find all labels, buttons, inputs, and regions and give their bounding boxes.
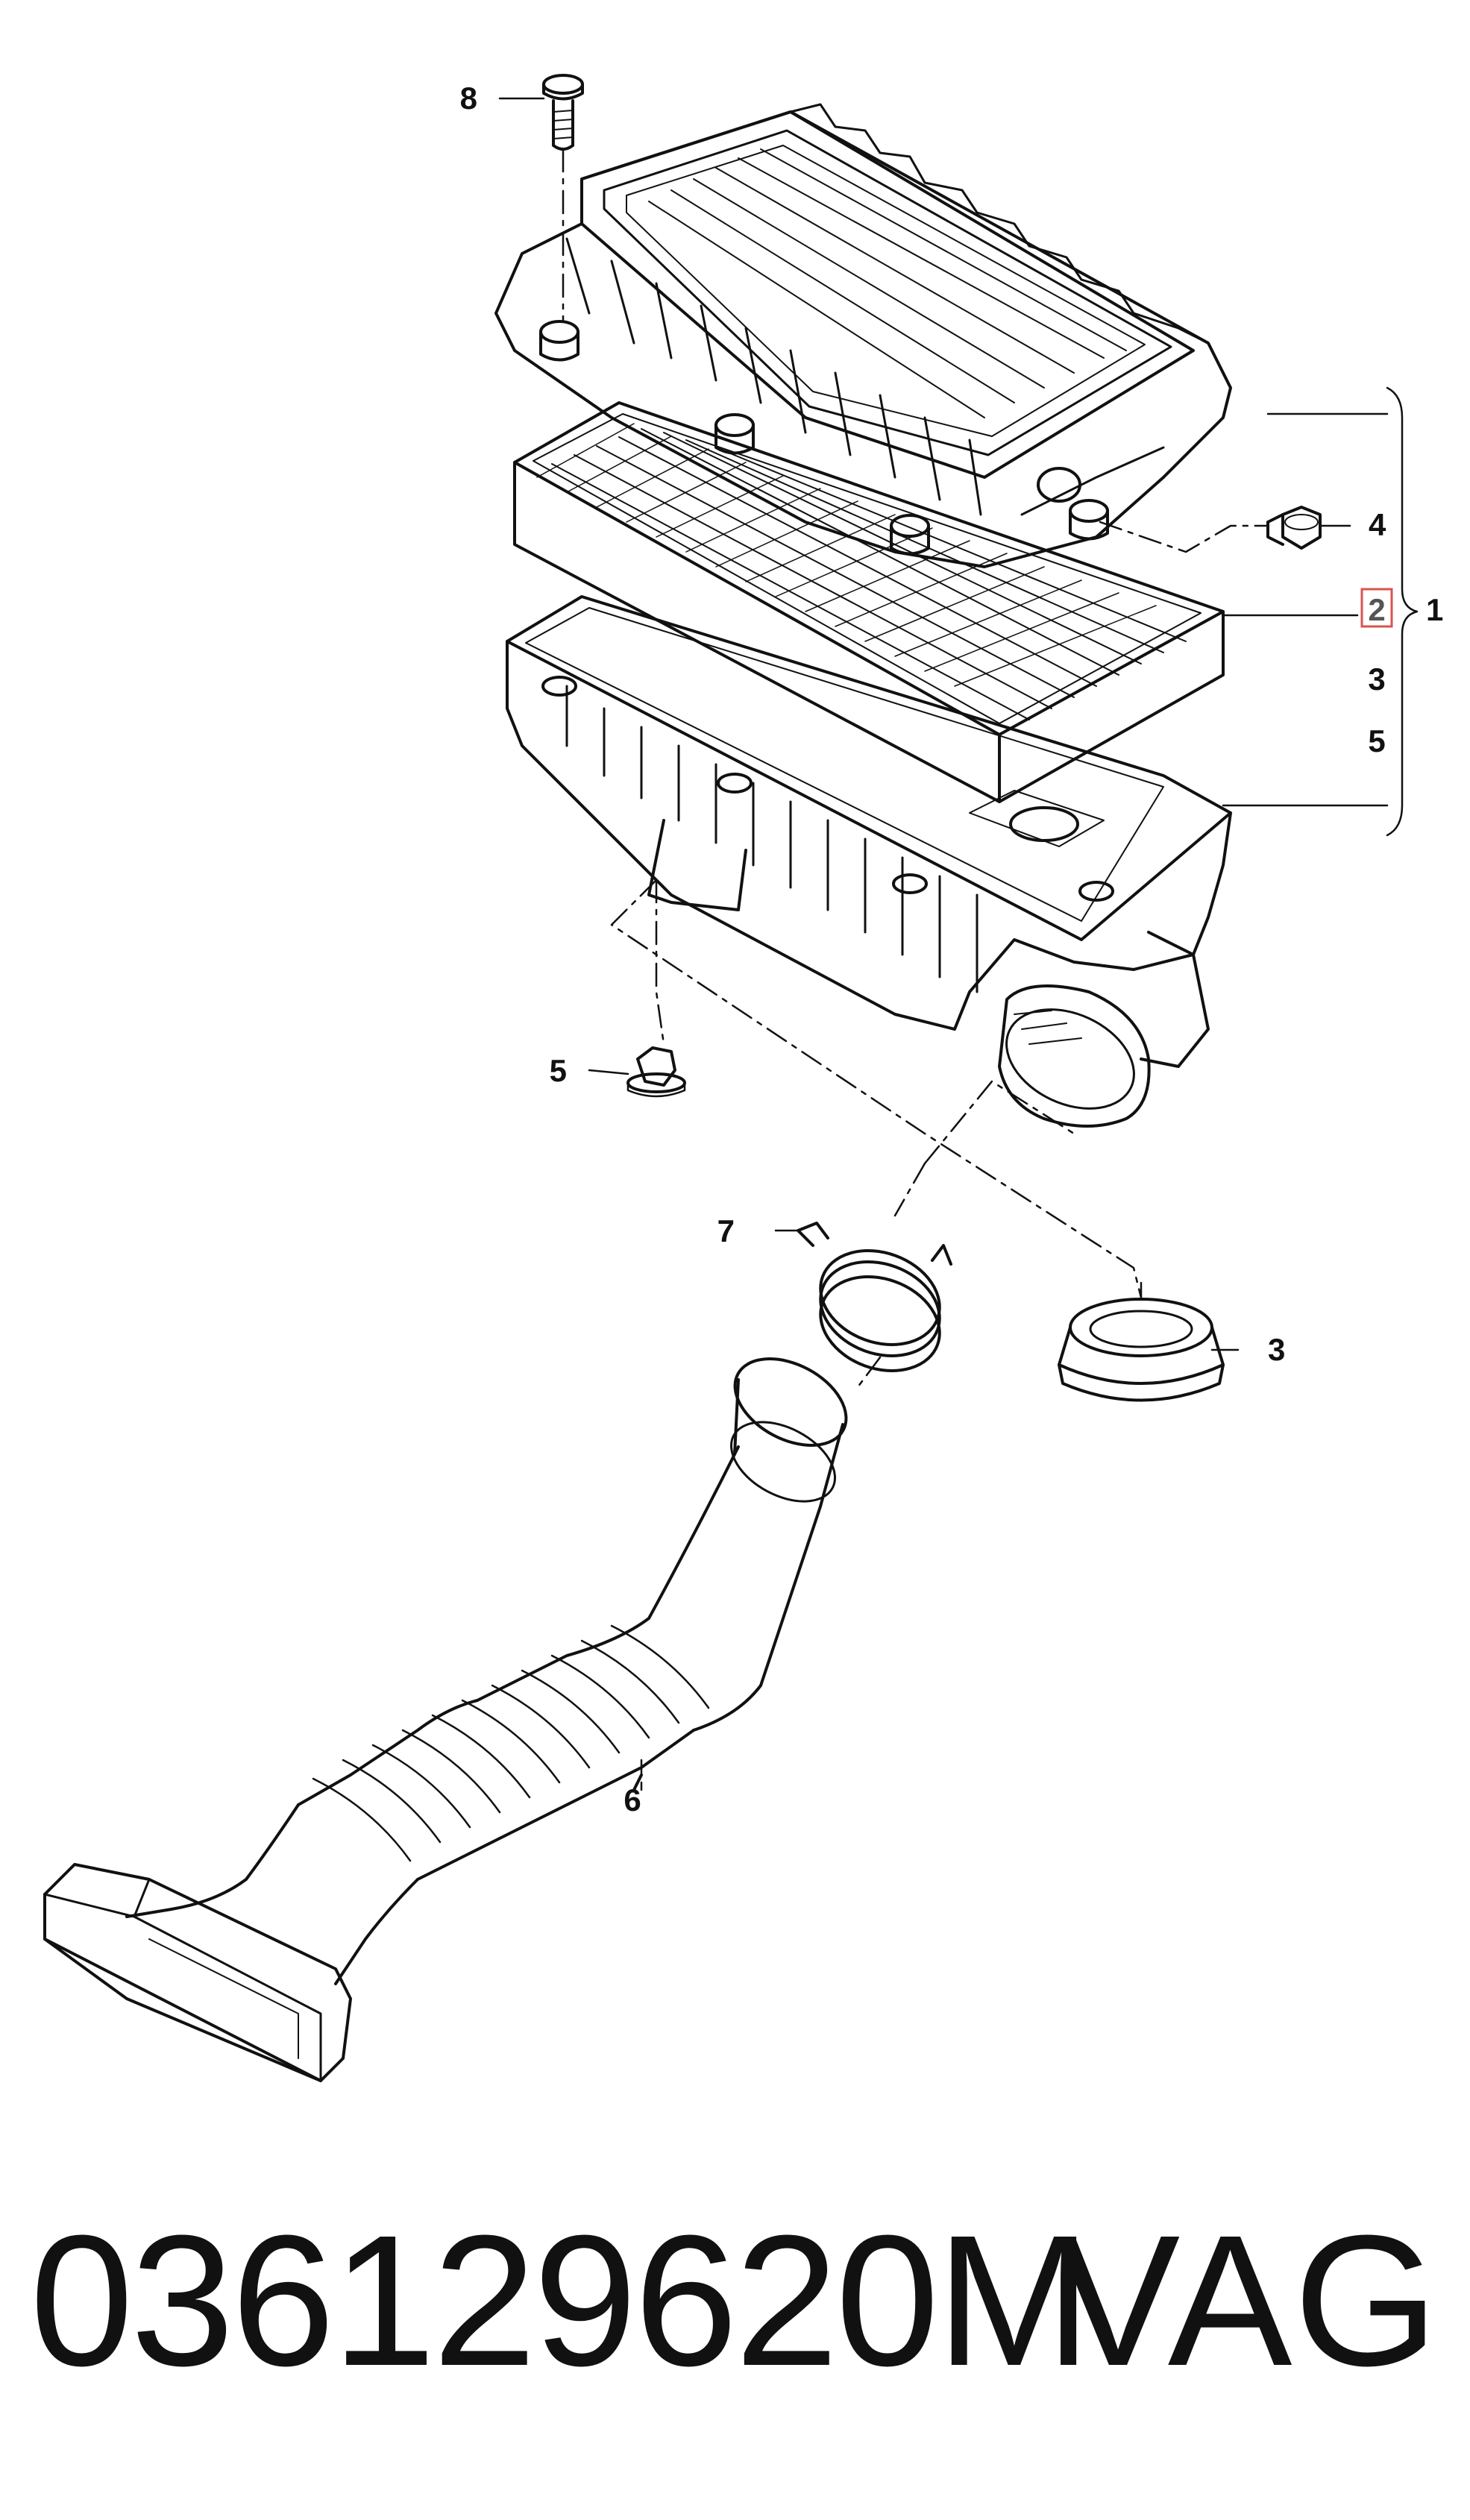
callout-cap-nut: 4 (1369, 507, 1386, 542)
callout-labels: 8 4 2 1 3 5 5 7 3 6 (460, 81, 1444, 1817)
cap-nut-part (1099, 506, 1322, 553)
screw-part (542, 74, 584, 322)
upper-housing-cover (494, 103, 1232, 568)
callout-clamp: 7 (717, 1213, 735, 1248)
callout-nut-ref: 5 (1368, 723, 1385, 758)
callout-nut: 5 (550, 1053, 567, 1088)
callout-screw: 8 (460, 81, 477, 116)
callout-seal-ref: 3 (1368, 662, 1385, 697)
seal-grommet-part (1058, 1281, 1225, 1402)
callout-filter-element: 2 (1368, 592, 1385, 627)
nut-part (610, 879, 1143, 1299)
part-number: 036129620M (30, 2196, 1092, 2404)
highlight-box (1360, 588, 1393, 628)
lower-housing (506, 595, 1232, 1128)
callout-seal: 3 (1268, 1332, 1285, 1367)
leader-lines (498, 97, 1419, 1791)
air-filter-element (513, 401, 1225, 803)
hose-clamp-part (797, 1080, 1075, 1389)
callout-intake-hose: 6 (624, 1782, 641, 1817)
callout-assembly: 1 (1426, 592, 1443, 627)
intake-hose-part (43, 1357, 848, 2082)
manufacturer-name: VAG (1055, 2196, 1440, 2404)
